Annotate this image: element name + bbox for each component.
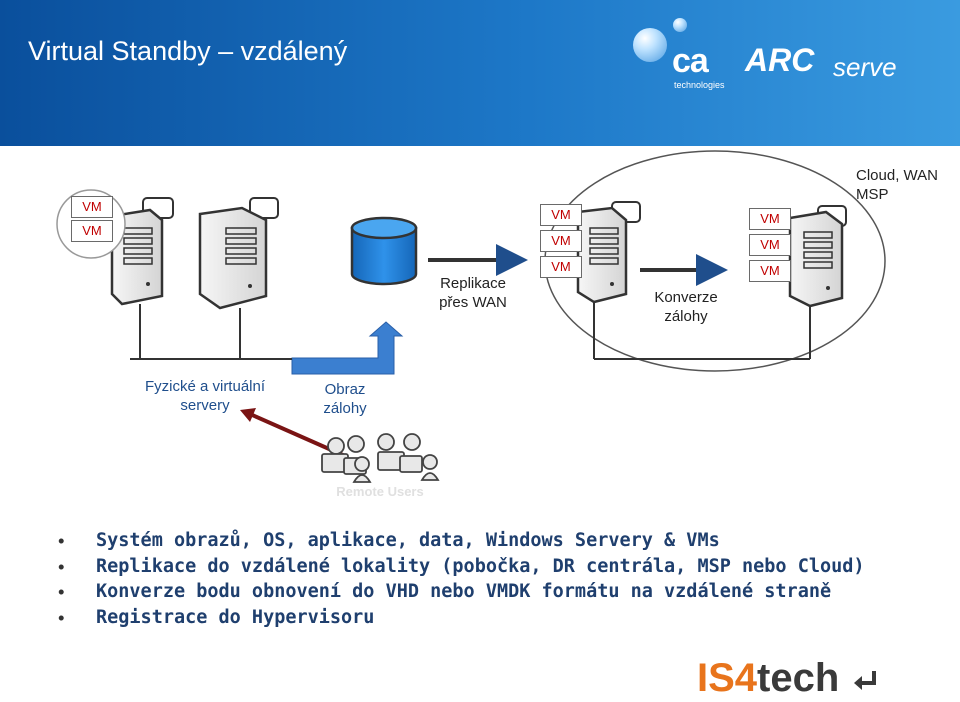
bullet-dot: •	[58, 554, 64, 580]
replication-label-line2: přes WAN	[418, 293, 528, 312]
vm-box-remote-2-b: VM	[749, 234, 791, 256]
backup-image-label-line2: zálohy	[300, 399, 390, 418]
bullet-item: • Replikace do vzdálené lokality (pobočka…	[58, 554, 938, 580]
replication-label: Replikace přes WAN	[418, 274, 528, 312]
backup-image-label: Obraz zálohy	[300, 380, 390, 418]
is4-logo-text: IS4	[697, 656, 757, 700]
conversion-label-line2: zálohy	[636, 307, 736, 326]
server-icon-remote-2	[790, 206, 846, 306]
vm-box-remote-1-c: VM	[540, 256, 582, 278]
remote-users-icon	[322, 434, 438, 482]
bullet-item: • Registrace do Hypervisoru	[58, 605, 938, 631]
bullet-dot: •	[58, 579, 64, 605]
tech-logo-text: tech	[757, 656, 839, 700]
database-icon	[352, 218, 416, 284]
physical-servers-label: Fyzické a virtuální servery	[120, 377, 290, 415]
cloud-label-line2: MSP	[856, 185, 956, 204]
bullet-item: • Systém obrazů, OS, aplikace, data, Wind…	[58, 528, 938, 554]
bullet-text: Registrace do Hypervisoru	[96, 607, 374, 628]
vm-box-local-1: VM	[71, 196, 113, 218]
cloud-label: Cloud, WAN MSP	[856, 166, 956, 204]
slide-title: Virtual Standby – vzdálený	[28, 36, 347, 67]
conversion-label: Konverze zálohy	[636, 288, 736, 326]
bullet-text: Replikace do vzdálené lokality (pobočka,…	[96, 556, 865, 577]
bubble-decoration-small	[673, 18, 687, 32]
backup-l-arrow	[292, 322, 402, 374]
bubble-decoration-large	[633, 28, 667, 62]
conversion-label-line1: Konverze	[636, 288, 736, 307]
is4tech-logo: IS4tech	[697, 656, 878, 701]
server-icon-physical-2	[200, 198, 278, 308]
ca-logo-subtitle: technologies	[674, 80, 725, 90]
physical-servers-label-line1: Fyzické a virtuální	[120, 377, 290, 396]
physical-servers-label-line2: servery	[120, 396, 290, 415]
server-icon-remote-1	[578, 202, 640, 302]
bullet-text: Konverze bodu obnovení do VHD nebo VMDK …	[96, 581, 831, 602]
replication-diagram	[0, 146, 960, 506]
backup-image-label-line1: Obraz	[300, 380, 390, 399]
bullet-text: Systém obrazů, OS, aplikace, data, Windo…	[96, 530, 720, 551]
vm-box-remote-1-b: VM	[540, 230, 582, 252]
remote-users-label: Remote Users	[320, 482, 440, 501]
bullet-item: • Konverze bodu obnovení do VHD nebo VMDK…	[58, 579, 938, 605]
cloud-label-line1: Cloud, WAN	[856, 166, 956, 185]
return-arrow-icon	[852, 667, 878, 693]
serve-logo: serve	[833, 52, 897, 83]
vm-box-remote-2-c: VM	[749, 260, 791, 282]
bullet-list: • Systém obrazů, OS, aplikace, data, Wind…	[58, 528, 938, 630]
replication-label-line1: Replikace	[418, 274, 528, 293]
ca-logo: ca	[672, 42, 708, 81]
vm-box-remote-1-a: VM	[540, 204, 582, 226]
bullet-dot: •	[58, 605, 64, 631]
vm-box-remote-2-a: VM	[749, 208, 791, 230]
vm-box-local-2: VM	[71, 220, 113, 242]
slide-header: Virtual Standby – vzdálený ca technologi…	[0, 0, 960, 146]
arc-logo: ARC	[745, 42, 814, 79]
bullet-dot: •	[58, 528, 64, 554]
